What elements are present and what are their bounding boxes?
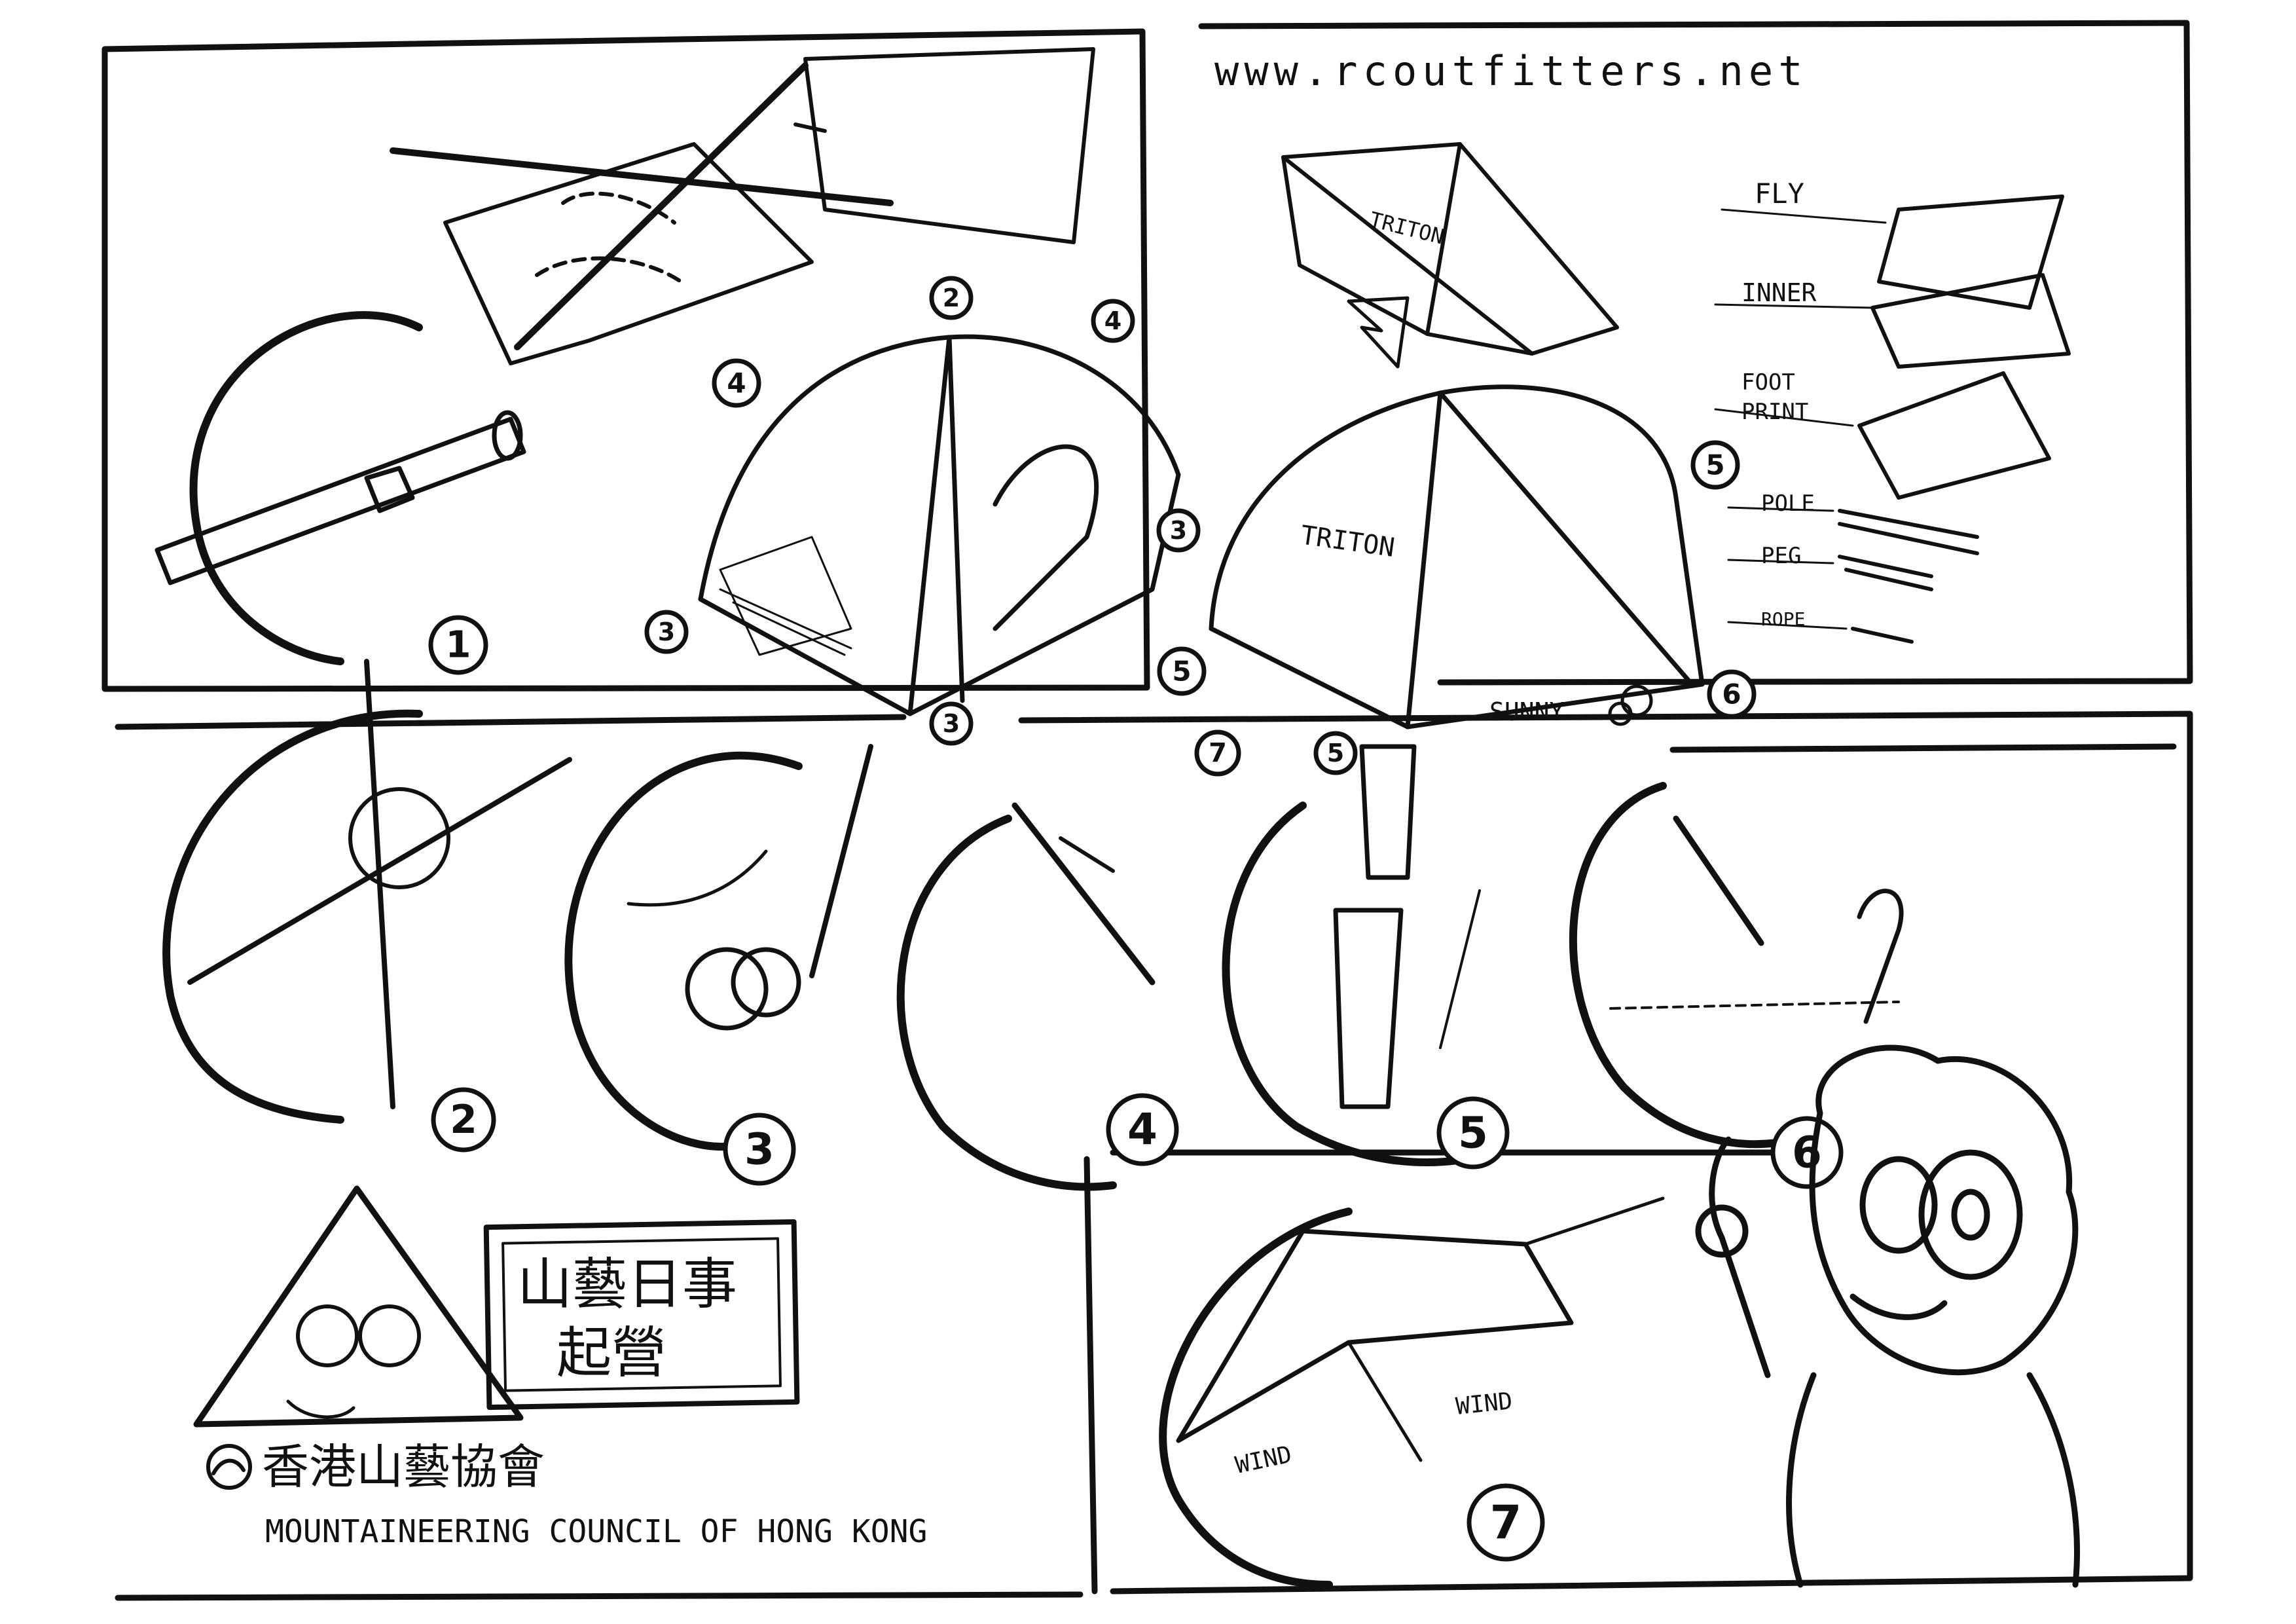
part-inner-label: INNER [1741, 278, 1817, 307]
pole-circle-1 [189, 311, 423, 665]
tent-callouts-inner: 2 4 4 3 3 3 [644, 276, 1201, 746]
callout-fly-bottom-marker [1313, 731, 1358, 775]
callout-fly-guy: 6 [1722, 678, 1741, 710]
panel-bottom-mid-frame [1669, 743, 2177, 753]
part-peg-label: PEG [1761, 543, 1801, 569]
callout-left-corner: 3 [658, 618, 675, 646]
wind-label-left: WIND [1233, 1441, 1294, 1479]
slogan-line-1: 山藝日事 [517, 1252, 737, 1316]
step-7-panel: WIND WIND 7 [1159, 1044, 2080, 1589]
callout-fly-guy-marker [1707, 669, 1757, 719]
callout-fly-door: 7 [1209, 738, 1227, 768]
callout-right-top-marker [1091, 299, 1135, 343]
parts-drawings [1714, 194, 2071, 644]
step-5-number: 5 [1458, 1108, 1488, 1158]
step-circles: 2 3 4 5 [162, 659, 1904, 1191]
slogan-line-2: 起營 [556, 1321, 666, 1385]
org-panel: 山藝日事 起營 香港山藝協會 MOUNTAINEERING COUNCIL OF… [193, 1185, 927, 1550]
panel-parts: www.rcoutfitters.net TRITON TRITON SUNNY… [1157, 47, 2071, 777]
callout-right-corner: 3 [1170, 516, 1187, 545]
callout-fly-right-marker [1690, 440, 1740, 490]
callout-left-marker [712, 358, 761, 408]
callout-left-side: 4 [727, 367, 746, 399]
step-5-marker [1436, 1096, 1510, 1170]
part-pole-label: POLE [1761, 490, 1815, 517]
part-footprint-label-1: FOOT [1741, 369, 1795, 396]
step-1-number: 1 [446, 624, 471, 667]
callout-top: 2 [943, 284, 960, 312]
org-name-chinese: 香港山藝協會 [262, 1439, 545, 1494]
callout-fly-left-marker [1157, 646, 1207, 696]
callout-right-corner-marker [1156, 508, 1201, 553]
pole-joint-drawing [155, 410, 526, 585]
step-2-panel [162, 659, 572, 1124]
mascot-character [1695, 1044, 2080, 1588]
fly-tent-drawing [1209, 384, 1705, 729]
step-4-panel [896, 802, 1156, 1191]
panel-divider-vertical [1084, 1156, 1098, 1595]
step-6-panel [1569, 782, 1904, 1149]
callout-fly-door-marker [1194, 729, 1241, 777]
wind-tent-drawing [1159, 1196, 1665, 1589]
callout-right-top: 4 [1104, 306, 1121, 335]
flat-tent-drawing [390, 47, 1095, 365]
org-logo-icon [206, 1444, 252, 1490]
step-4-number: 4 [1127, 1105, 1157, 1155]
org-name-english: MOUNTAINEERING COUNCIL OF HONG KONG [265, 1513, 927, 1550]
part-fly-label: FLY [1755, 177, 1804, 210]
sunny-icon [1608, 684, 1653, 726]
slogan-sign [483, 1219, 800, 1411]
step-1-marker [428, 615, 488, 675]
step-2-number: 2 [450, 1097, 477, 1143]
panel-top-right-frame [1198, 20, 2193, 686]
step-6-marker [1770, 1116, 1844, 1189]
callout-fly-right: 5 [1705, 449, 1724, 481]
step-3-number: 3 [744, 1124, 774, 1175]
callout-fly-left: 5 [1172, 655, 1191, 688]
step-3-marker [723, 1113, 796, 1186]
part-footprint-label-2: PRINT [1741, 399, 1808, 425]
mountain-mascot-logo [193, 1185, 524, 1428]
step-3-panel [564, 744, 873, 1151]
step-4-marker [1106, 1093, 1179, 1166]
step-5-panel [1222, 744, 1481, 1166]
callout-left-corner-marker [644, 610, 689, 654]
tent-callouts-fly: 5 5 5 7 6 [1157, 440, 1757, 777]
callout-bottom-corner-marker [929, 701, 974, 746]
inner-tent-drawing: 2 4 4 3 3 3 [644, 276, 1201, 746]
step-7-marker [1467, 1483, 1545, 1562]
sunny-label: SUNNY [1489, 697, 1565, 726]
fly-tent-brand: TRITON [1299, 520, 1396, 563]
wind-label-right: WIND [1455, 1388, 1514, 1420]
step-2-marker [431, 1087, 496, 1153]
fly-sheet-drawing [1281, 142, 1619, 369]
fly-sheet-brand: TRITON [1367, 207, 1446, 249]
panel-frames [101, 20, 2193, 1601]
callout-top-marker [929, 276, 974, 320]
callout-fly-bottom: 5 [1327, 739, 1344, 767]
panel-1: 1 [155, 47, 1095, 675]
step-7-number: 7 [1490, 1496, 1522, 1549]
panel-top-left-frame [101, 28, 1150, 692]
website-url: www.rcoutfitters.net [1214, 47, 1808, 95]
callout-bottom-corner: 3 [943, 709, 960, 738]
